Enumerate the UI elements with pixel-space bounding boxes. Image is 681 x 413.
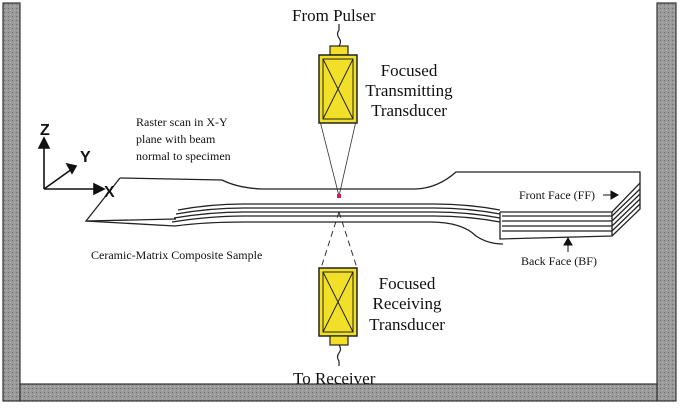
front-face-arrow <box>603 190 620 200</box>
focus-point <box>337 194 341 198</box>
raster-scan-label-line1: Raster scan in X-Y <box>136 115 228 129</box>
x-axis-label: X <box>104 184 115 201</box>
receive-beam-cone <box>320 211 358 269</box>
receiving-transducer-label-line2: Receiving <box>373 294 442 313</box>
tank-right-wall <box>656 2 677 402</box>
transmitting-transducer-label-line3: Transducer <box>371 101 447 120</box>
axis-triad <box>37 136 106 196</box>
z-axis-label: Z <box>40 122 50 139</box>
transmitting-transducer-label-line2: Transmitting <box>365 81 453 100</box>
receiving-transducer-label-line3: Transducer <box>369 315 445 334</box>
tank-floor <box>19 383 658 402</box>
to-receiver-label: To Receiver <box>293 369 376 388</box>
tank-left-wall <box>2 2 21 402</box>
raster-scan-label-line2: plane with beam <box>136 132 216 146</box>
y-axis-label: Y <box>80 149 91 166</box>
transmit-beam-cone <box>319 120 357 197</box>
from-pulser-label: From Pulser <box>292 6 376 25</box>
transmitting-transducer-label-line1: Focused <box>381 61 438 80</box>
transmitting-transducer <box>318 24 358 124</box>
back-face-label: Back Face (BF) <box>521 254 597 268</box>
receiving-transducer <box>318 267 358 366</box>
composite-sample <box>84 171 641 245</box>
back-face-arrow <box>563 236 573 252</box>
raster-scan-label-line3: normal to specimen <box>136 149 231 163</box>
front-face-label: Front Face (FF) <box>519 188 595 202</box>
receiving-transducer-label-line1: Focused <box>379 274 436 293</box>
sample-label: Ceramic-Matrix Composite Sample <box>91 248 262 262</box>
